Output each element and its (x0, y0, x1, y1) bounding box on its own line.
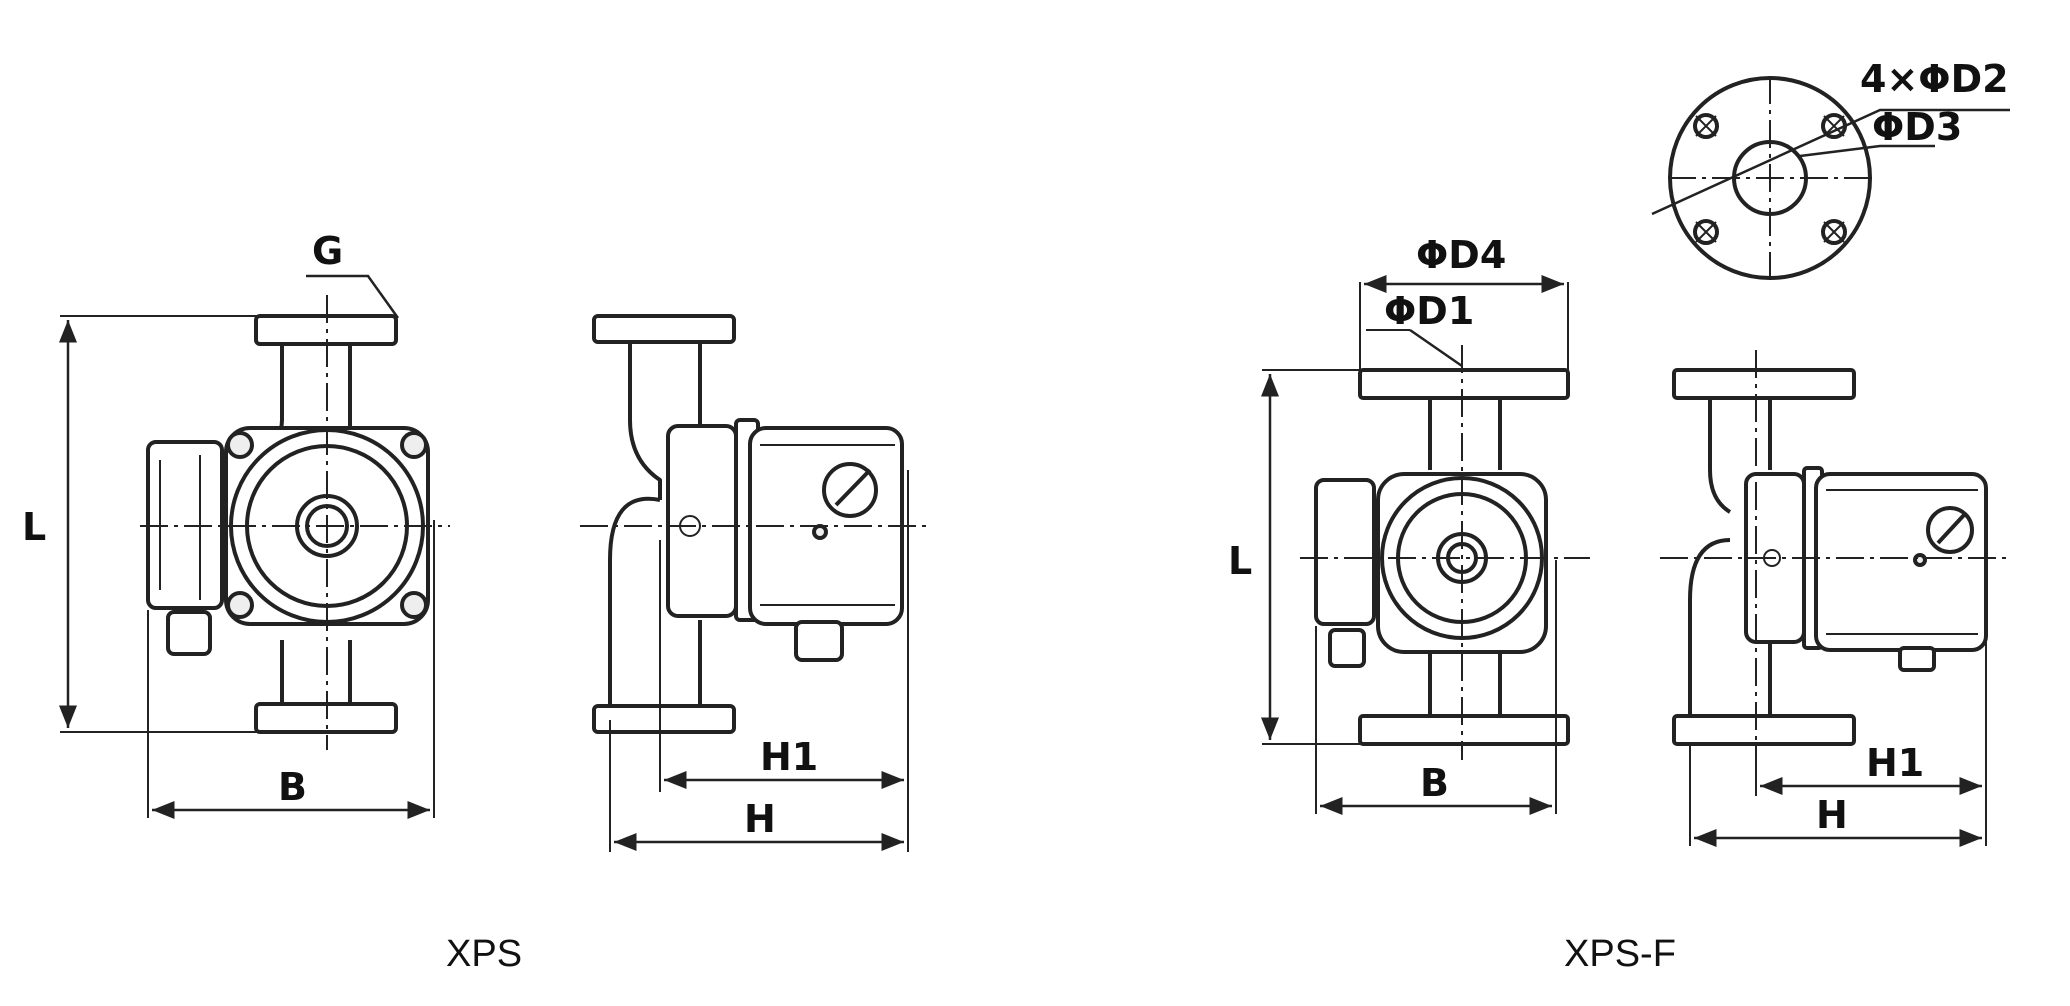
xps-f-label-d4: ΦD4 (1416, 233, 1506, 277)
xps-f-side-cable-gland (1898, 646, 1936, 672)
xps-f-side-view (1660, 350, 2010, 760)
xps-f-label-h: H (1816, 793, 1848, 837)
xps-label-h: H (744, 797, 776, 841)
xps-f-side-bottom-flange (1672, 714, 1856, 746)
xps-f-side-motor (1814, 472, 1988, 652)
xps-f-front-view (1300, 345, 1590, 760)
xps-f-terminal-box (1314, 478, 1376, 626)
xps-f-front-dimensions: ΦD4 ΦD1 L B (1228, 233, 1569, 815)
xps-side-dimensions: H1 H (609, 470, 909, 852)
xps-label-h1: H1 (760, 735, 818, 779)
xps-f-label-d1: ΦD1 (1384, 289, 1474, 333)
xps-label-l: L (22, 505, 46, 549)
xps-label-b: B (278, 765, 307, 809)
xps-f-label-l: L (1228, 539, 1252, 583)
xps-f-side-dimensions: H1 H (1689, 520, 1987, 847)
xps-f-label-d3: ΦD3 (1872, 105, 1962, 149)
xps-f-top-flange (1358, 368, 1570, 400)
xps-side-cable-gland (794, 620, 844, 662)
xps-label-g: G (312, 229, 343, 273)
xps-f-flange-detail: 4×ΦD2 ΦD3 (1651, 57, 2010, 280)
xps-f-label-d2: 4×ΦD2 (1860, 57, 2009, 101)
xps-side-top-flange (592, 314, 736, 344)
xps-side-bottom-flange (592, 704, 736, 734)
xps-f-label-h1: H1 (1866, 741, 1924, 785)
xps-caption: XPS (446, 933, 522, 975)
xps-side-view (580, 314, 930, 734)
xps-dimensions: G L B (22, 229, 435, 819)
xps-cable-gland (166, 610, 212, 656)
xps-f-label-b: B (1420, 761, 1449, 805)
xps-f-caption: XPS-F (1564, 933, 1676, 975)
xps-f-cable-gland (1328, 628, 1366, 668)
xps-f-bottom-flange (1358, 714, 1570, 746)
xps-front-view (140, 295, 450, 750)
xps-f-side-top-flange (1672, 368, 1856, 400)
xps-side-adapter (666, 424, 738, 618)
